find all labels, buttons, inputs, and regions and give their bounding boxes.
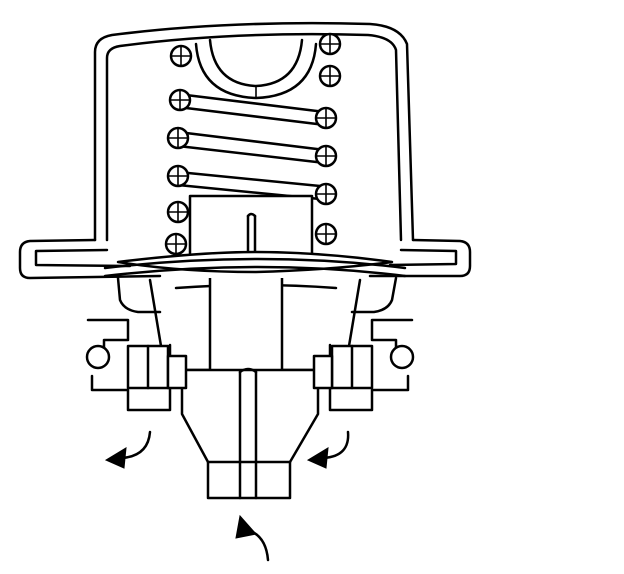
housing-shell bbox=[93, 21, 415, 242]
wire-section-left-5 bbox=[166, 200, 190, 224]
wire-section-right-6 bbox=[314, 222, 338, 246]
wire-section-right-4 bbox=[314, 144, 338, 168]
spring-wire-sections bbox=[164, 32, 342, 256]
spring-coils bbox=[176, 93, 327, 214]
wire-section-left-2 bbox=[168, 88, 192, 112]
retainer-cup bbox=[194, 38, 318, 100]
wire-section-right-2 bbox=[318, 64, 342, 88]
wire-section-left-6 bbox=[164, 232, 188, 256]
wire-section-left-3 bbox=[166, 126, 190, 150]
right-flange bbox=[368, 238, 472, 278]
wire-section-left-4 bbox=[166, 164, 190, 188]
flow-arrow-right bbox=[306, 430, 350, 469]
right-seal-assembly bbox=[312, 318, 415, 412]
valve-disc bbox=[103, 250, 407, 278]
wire-section-right-3 bbox=[314, 106, 338, 130]
flow-arrow-left bbox=[104, 430, 152, 469]
wire-section-right-1 bbox=[318, 32, 342, 56]
valve-stem bbox=[180, 278, 320, 500]
left-seal-assembly bbox=[85, 318, 188, 412]
flow-arrow-bottom bbox=[235, 514, 270, 562]
wax-pellet bbox=[188, 194, 314, 260]
wire-section-right-5 bbox=[314, 182, 338, 206]
left-flange bbox=[18, 238, 162, 280]
wire-section-left-1 bbox=[169, 44, 193, 68]
